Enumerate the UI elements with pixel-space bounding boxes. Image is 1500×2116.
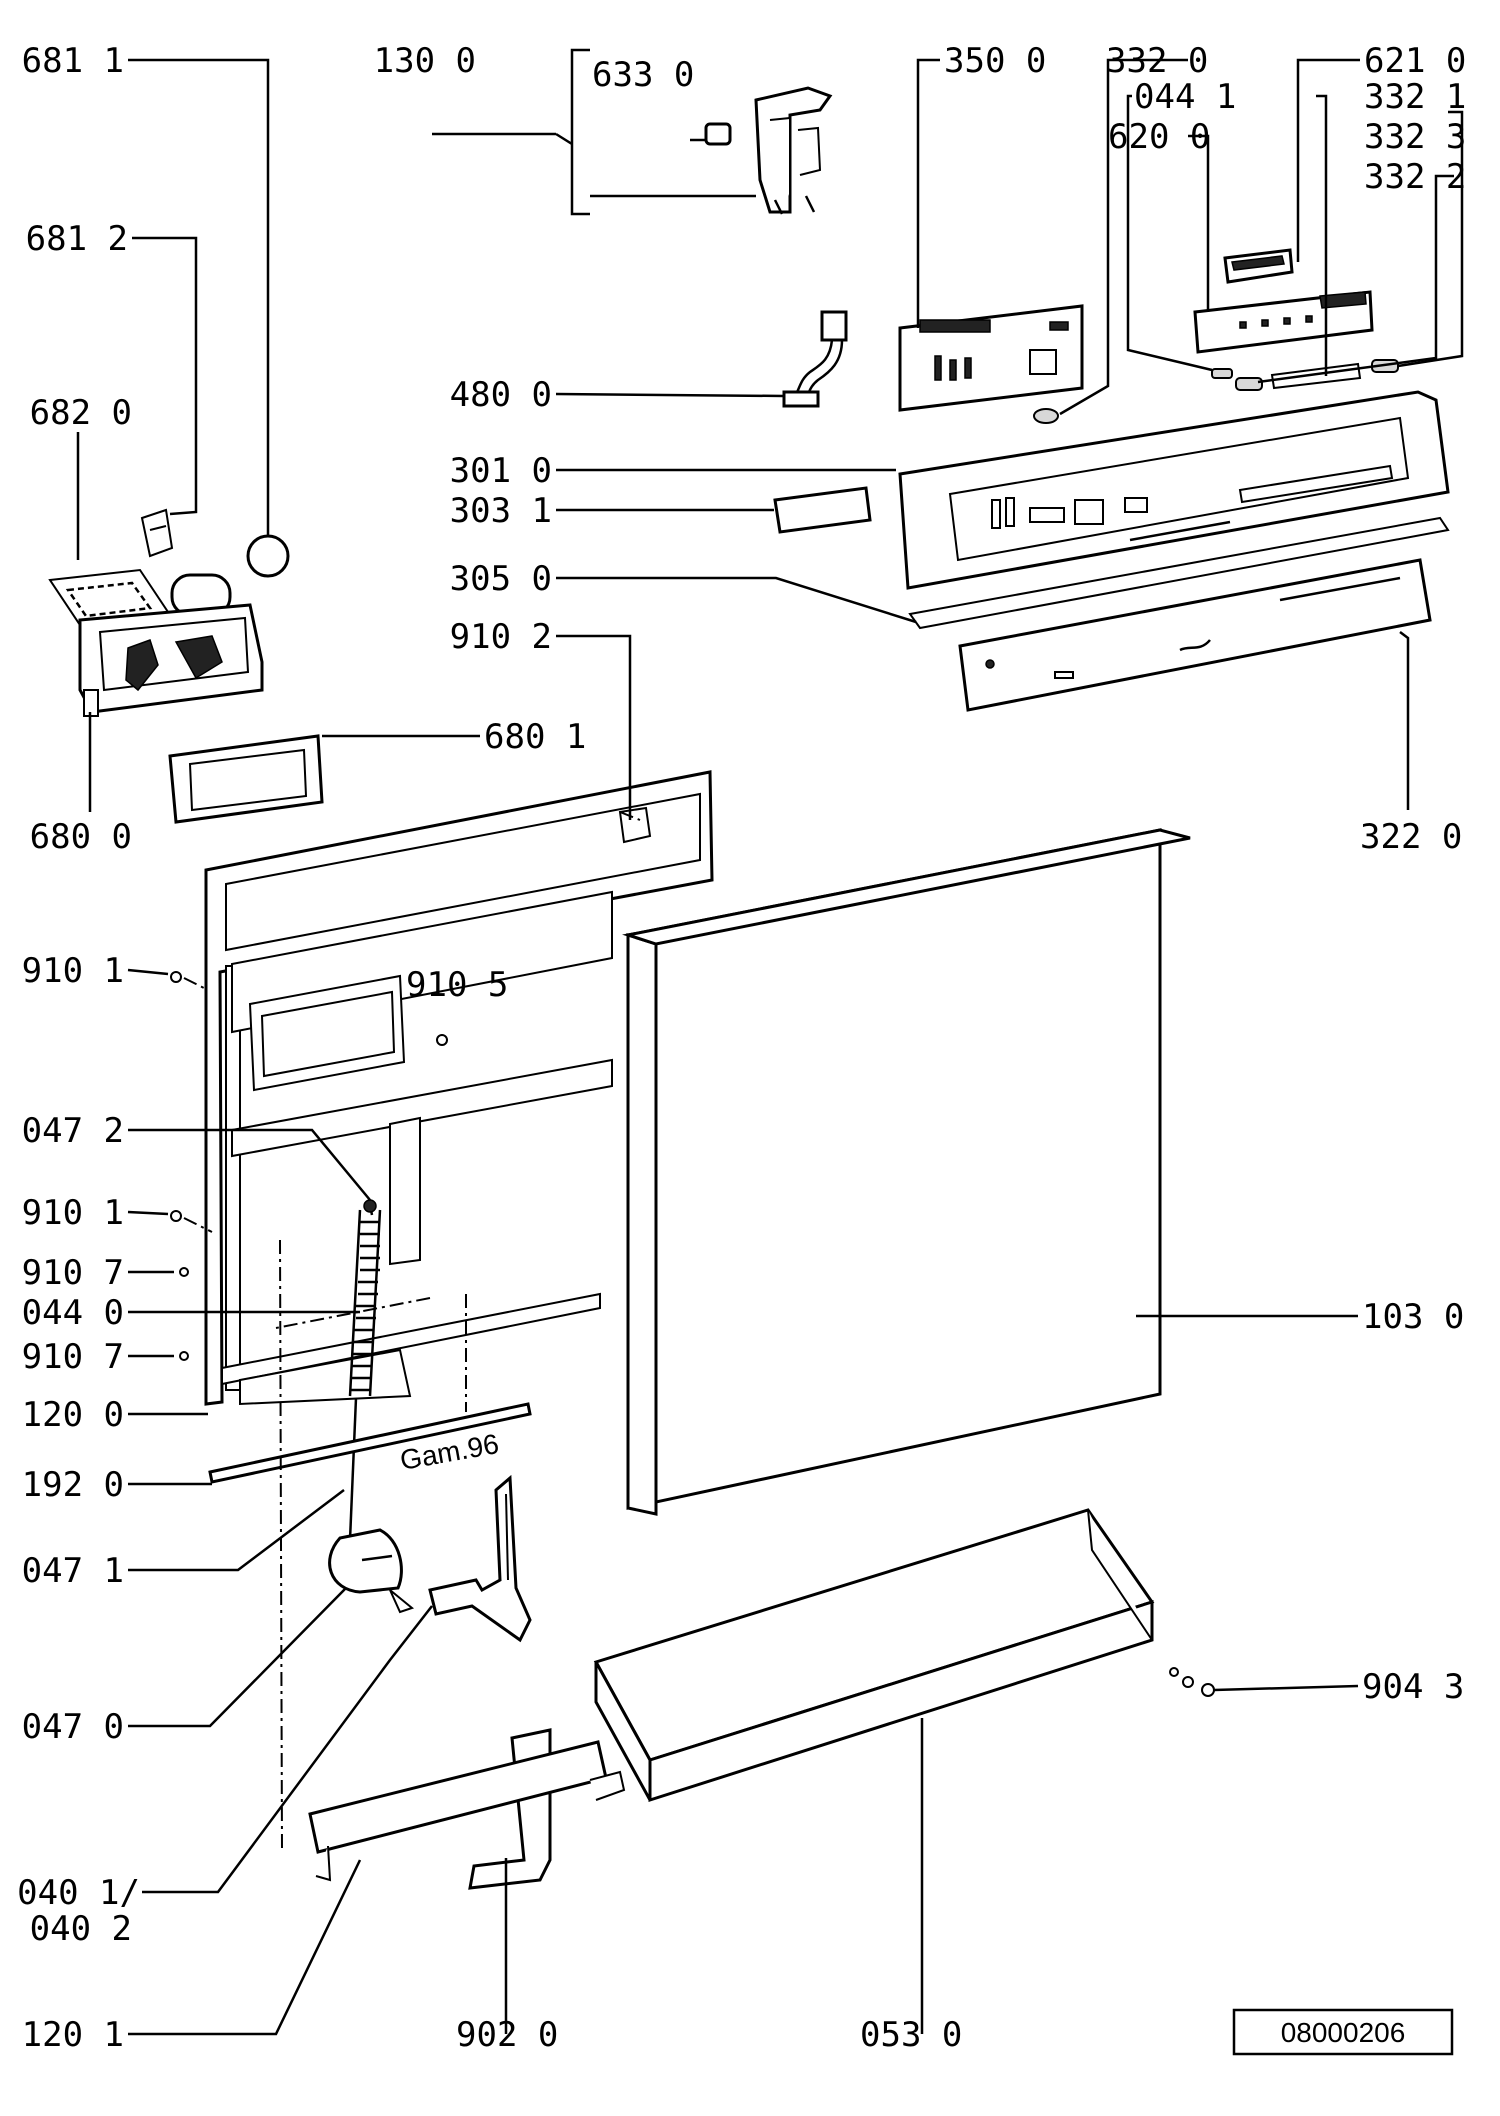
label-680-1: 680 1: [484, 717, 586, 757]
part-spring-044-0: [348, 1199, 382, 1541]
part-bracket-047-0: [328, 1528, 415, 1614]
label-620-0: 620 0: [1108, 117, 1210, 157]
label-303-1: 303 1: [450, 491, 552, 531]
label-120-1: 120 1: [22, 2015, 124, 2055]
part-relay-620-0: [1193, 248, 1374, 354]
screw-910-5: [436, 1034, 448, 1046]
part-910-2: [618, 806, 652, 844]
label-910-2: 910 2: [450, 617, 552, 657]
alignment-lines: [183, 811, 641, 1851]
label-301-0: 301 0: [450, 451, 552, 491]
label-047-1: 047 1: [22, 1551, 124, 1591]
leader-lines: [76, 48, 1464, 2036]
part-rail-192-0: [208, 1402, 532, 1484]
label-332-0: 332 0: [1106, 41, 1208, 81]
part-lower-trim-120-1: [308, 1740, 626, 1882]
screw-910-7-a: [179, 1267, 189, 1277]
part-control-panel-301-0: [898, 390, 1450, 590]
label-681-2: 681 2: [26, 219, 128, 259]
label-350-0: 350 0: [944, 41, 1046, 81]
part-kickplate-053-0: [593, 1508, 1155, 1803]
label-910-7-a: 910 7: [22, 1253, 124, 1293]
drawing-number-box: [1232, 2008, 1454, 2056]
label-910-7-b: 910 7: [22, 1337, 124, 1377]
part-hinge-130-0: [704, 86, 833, 215]
label-621-0: 621 0: [1364, 41, 1466, 81]
label-044-0: 044 0: [22, 1293, 124, 1333]
part-inner-door-120-0: [204, 770, 714, 1406]
label-910-1-b: 910 1: [22, 1193, 124, 1233]
screw-910-1-b: [170, 1210, 182, 1222]
part-clip-681-2: [140, 508, 174, 558]
label-040-2: 040 2: [30, 1909, 132, 1949]
label-332-2: 332 2: [1364, 157, 1466, 197]
part-screw-904-3: [1169, 1667, 1215, 1697]
part-harness-480-0: [782, 310, 848, 408]
screw-910-1-a: [170, 971, 182, 983]
label-044-1: 044 1: [1134, 77, 1236, 117]
part-control-board-350-0: [898, 304, 1084, 412]
label-904-3: 904 3: [1362, 1667, 1464, 1707]
label-322-0: 322 0: [1360, 817, 1462, 857]
label-682-0: 682 0: [30, 393, 132, 433]
label-120-0: 120 0: [22, 1395, 124, 1435]
label-305-0: 305 0: [450, 559, 552, 599]
screw-910-7-b: [179, 1351, 189, 1361]
part-handle-303-1: [773, 486, 872, 534]
label-332-1: 332 1: [1364, 77, 1466, 117]
label-053-0: 053 0: [860, 2015, 962, 2055]
label-633-0: 633 0: [592, 55, 694, 95]
label-047-0: 047 0: [22, 1707, 124, 1747]
label-130-0: 130 0: [374, 41, 476, 81]
label-192-0: 192 0: [22, 1465, 124, 1505]
part-strip-305-0: [908, 516, 1450, 630]
label-910-5: 910 5: [406, 965, 508, 1005]
label-681-1-top: 681 1: [22, 41, 124, 81]
part-ball-681-1: [246, 534, 290, 578]
part-fascia-322-0: [958, 558, 1432, 712]
label-480-0: 480 0: [450, 375, 552, 415]
label-103-0: 103 0: [1362, 1297, 1464, 1337]
part-knob-332-0: [1033, 408, 1059, 424]
label-047-2: 047 2: [22, 1111, 124, 1151]
part-dispenser-680-0: [48, 568, 264, 717]
part-outer-door-103-0: [622, 828, 1191, 1516]
drawing-number: 08000206: [1281, 2017, 1406, 2048]
label-040-1: 040 1/: [17, 1873, 140, 1913]
label-910-1-a: 910 1: [22, 951, 124, 991]
part-hinge-bracket-040: [428, 1474, 532, 1643]
label-680-0: 680 0: [30, 817, 132, 857]
label-332-3: 332 3: [1364, 117, 1466, 157]
label-902-0: 902 0: [456, 2015, 558, 2055]
part-gasket-680-1: [168, 734, 324, 824]
